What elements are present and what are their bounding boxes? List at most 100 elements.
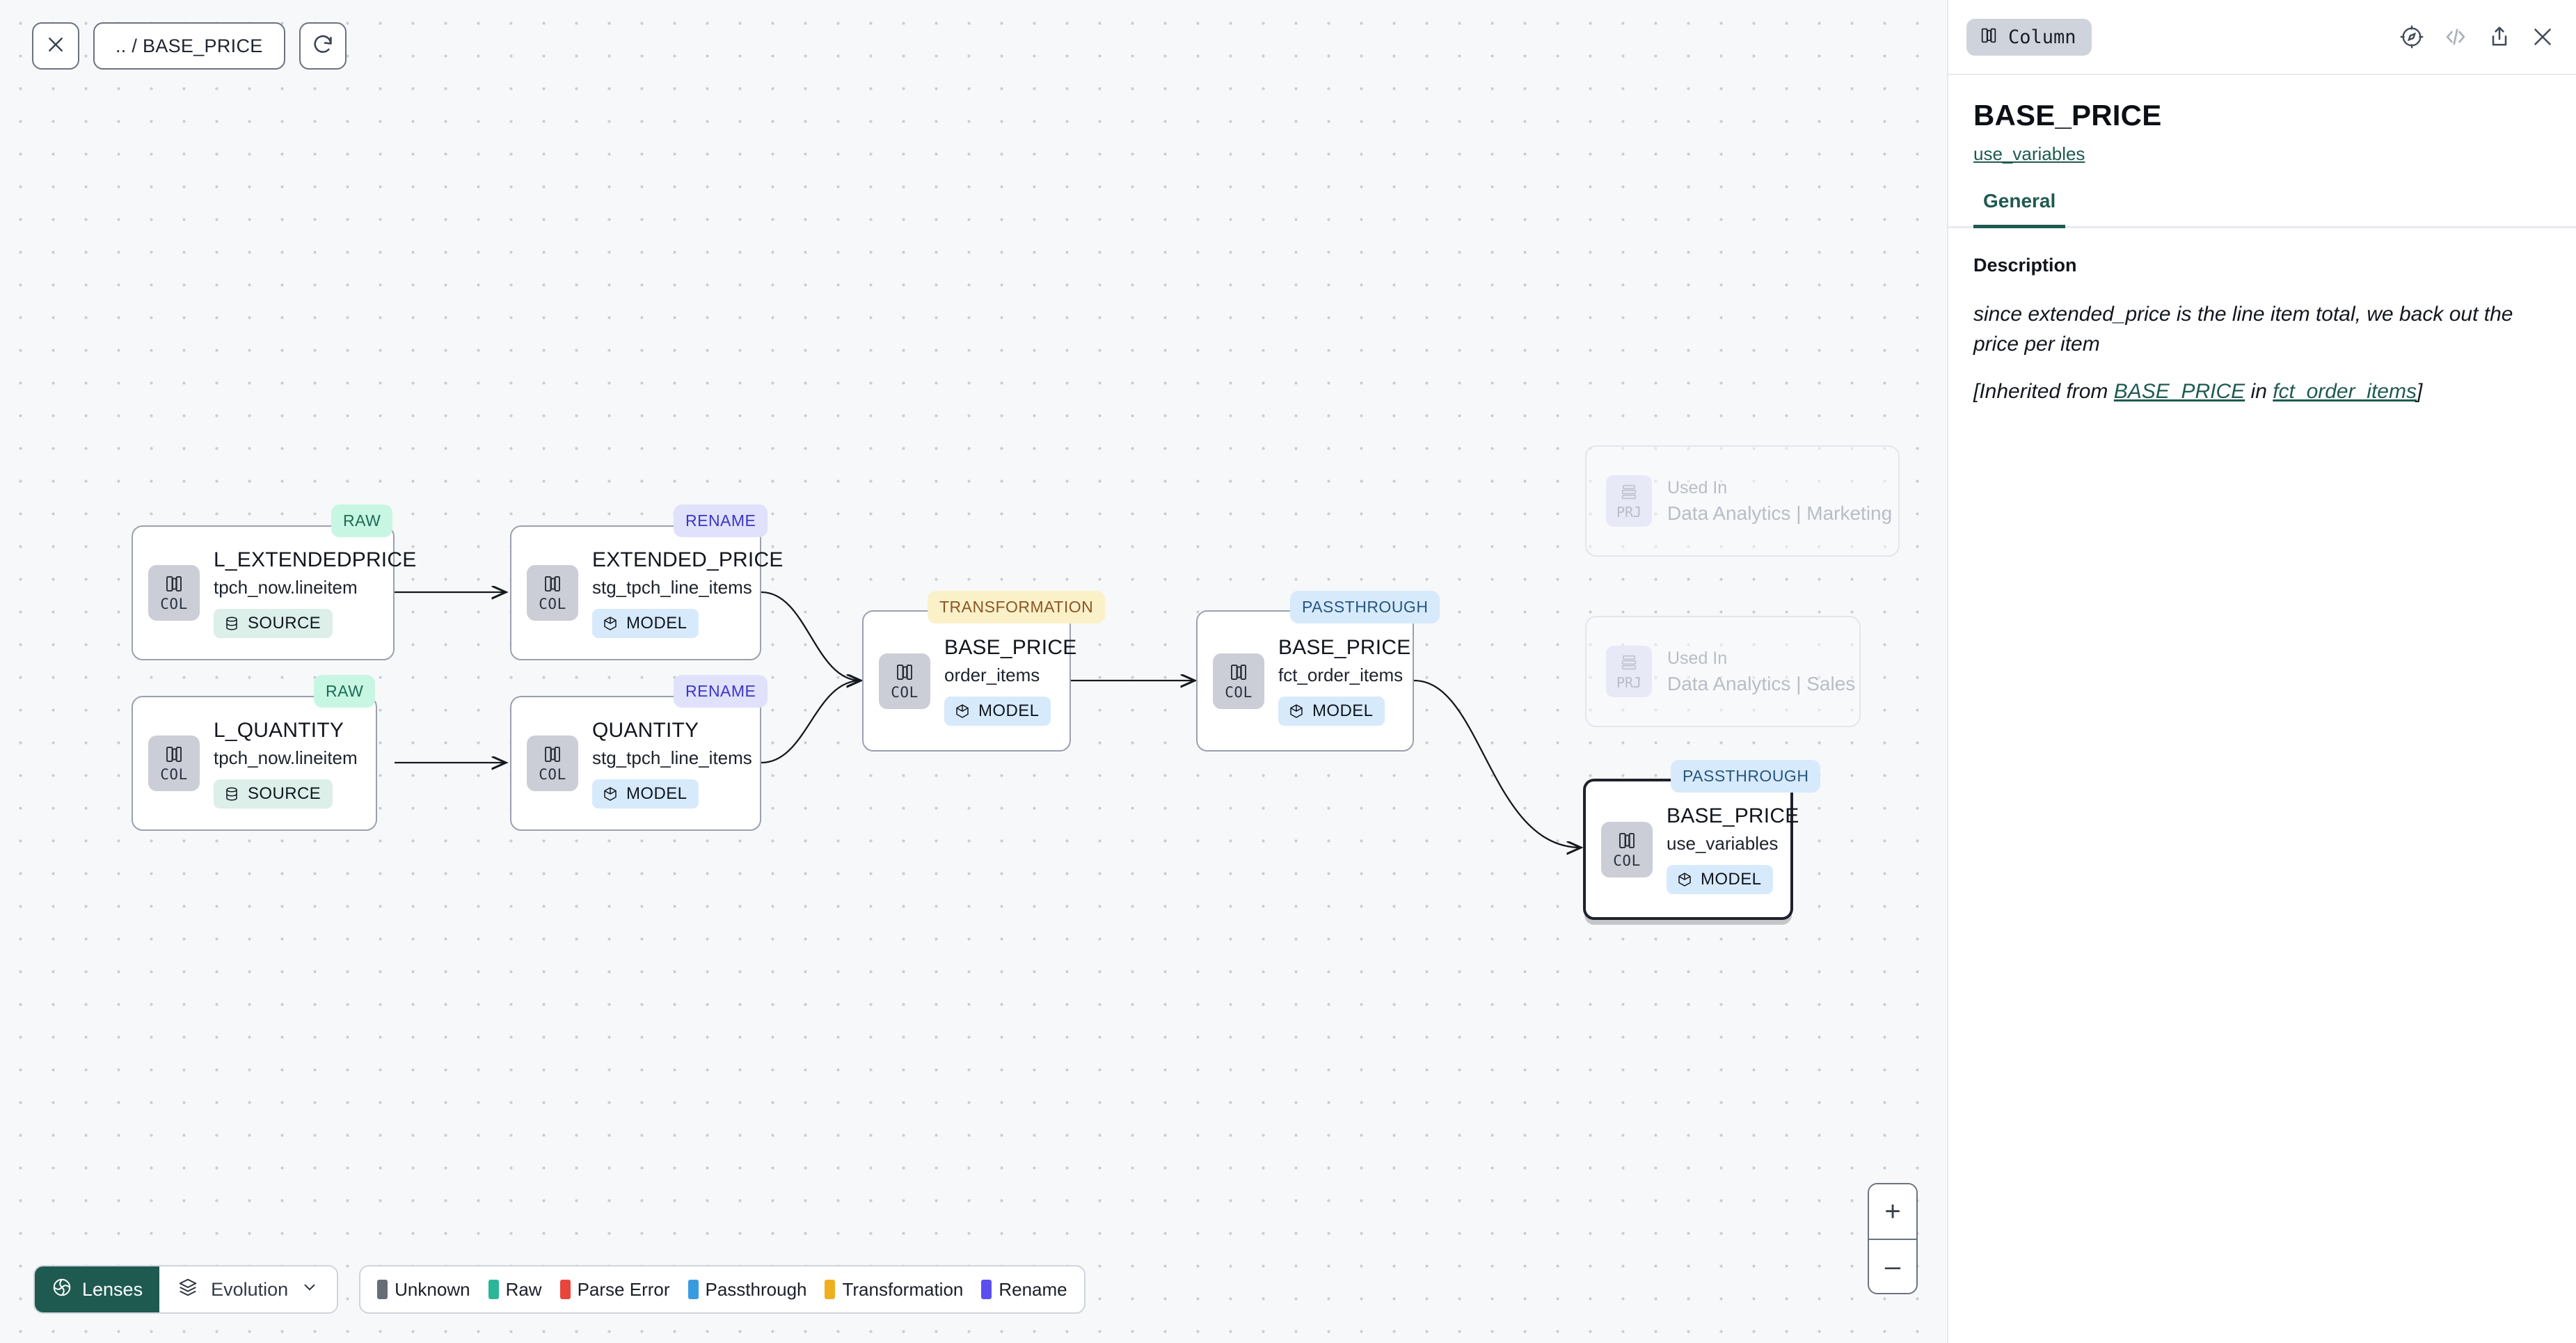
project-icon: PRJ xyxy=(1606,475,1652,527)
refresh-button[interactable] xyxy=(299,22,347,70)
evolution-label: Evolution xyxy=(211,1278,289,1300)
lineage-node-base-price-use-variables[interactable]: COL BASE_PRICE use_variables MODEL xyxy=(1583,779,1799,920)
node-title: L_EXTENDEDPRICE xyxy=(214,548,417,571)
column-icon xyxy=(1979,26,1998,49)
node-subtitle: stg_tpch_line_items xyxy=(592,747,752,768)
column-icon: COL xyxy=(879,653,930,709)
column-icon: COL xyxy=(148,565,200,621)
ghost-project-name: Data Analytics | Marketing xyxy=(1667,502,1893,524)
node-subtitle: order_items xyxy=(944,665,1040,685)
node-subtitle: use_variables xyxy=(1667,833,1779,854)
node-title: BASE_PRICE xyxy=(1667,804,1799,827)
ghost-card-used-in-marketing: PRJ Used In Data Analytics | Marketing xyxy=(1585,445,1900,557)
inherited-model-link[interactable]: fct_order_items xyxy=(2273,380,2417,404)
legend-label: Unknown xyxy=(395,1278,470,1300)
legend-label: Parse Error xyxy=(577,1278,670,1300)
node-type-badge-transformation: TRANSFORMATION xyxy=(928,591,1106,623)
ghost-card-used-in-sales: PRJ Used In Data Analytics | Sales xyxy=(1585,616,1861,727)
close-lineage-button[interactable] xyxy=(32,22,79,70)
breadcrumb[interactable]: .. / BASE_PRICE xyxy=(93,22,285,70)
node-materialization-label: SOURCE xyxy=(248,784,321,803)
lenses-label: Lenses xyxy=(82,1278,143,1300)
node-subtitle: tpch_now.lineitem xyxy=(214,576,358,598)
description-label: Description xyxy=(1973,255,2077,276)
node-materialization-label: MODEL xyxy=(626,784,687,803)
legend-swatch xyxy=(559,1280,571,1299)
node-kind-label: COL xyxy=(160,766,188,783)
ghost-used-in-label: Used In xyxy=(1667,477,1728,498)
legend-item-unknown: Unknown xyxy=(377,1279,470,1301)
inherited-column-link[interactable]: BASE_PRICE xyxy=(2113,380,2245,404)
node-kind-label: COL xyxy=(1225,683,1253,701)
node-type-badge-passthrough: PASSTHROUGH xyxy=(1671,760,1821,793)
tab-general[interactable]: General xyxy=(1973,190,2066,228)
object-type-label: Column xyxy=(2008,26,2076,48)
ghost-used-in-label: Used In xyxy=(1667,648,1728,668)
node-materialization-badge: MODEL xyxy=(592,608,699,638)
node-materialization-badge: SOURCE xyxy=(214,779,333,809)
column-icon: COL xyxy=(527,736,578,791)
object-type-chip: Column xyxy=(1966,18,2092,56)
legend-label: Transformation xyxy=(842,1278,964,1300)
node-materialization-badge: MODEL xyxy=(1278,697,1385,726)
panel-tabs: General xyxy=(1948,190,2576,228)
panel-header-actions xyxy=(2399,24,2555,50)
zoom-in-button[interactable]: + xyxy=(1869,1184,1916,1239)
legend-label: Passthrough xyxy=(705,1278,807,1300)
node-type-badge-raw: RAW xyxy=(331,504,393,537)
inherited-mid: in xyxy=(2245,380,2273,404)
details-panel-header: Column xyxy=(1948,0,2576,75)
aperture-icon xyxy=(51,1277,72,1303)
node-subtitle: stg_tpch_line_items xyxy=(592,576,752,598)
canvas-toolbar: .. / BASE_PRICE xyxy=(32,22,347,70)
lineage-node-base-price-order-items[interactable]: COL BASE_PRICE order_items MODEL xyxy=(862,610,1076,752)
share-icon[interactable] xyxy=(2487,24,2512,49)
description-text: since extended_price is the line item to… xyxy=(1973,303,2513,356)
node-materialization-badge: MODEL xyxy=(592,779,699,809)
node-kind-label: COL xyxy=(1613,852,1641,869)
lenses-group: Lenses Evolution xyxy=(33,1265,339,1314)
legend-swatch xyxy=(981,1280,992,1299)
code-icon[interactable] xyxy=(2442,24,2469,50)
compass-icon[interactable] xyxy=(2399,24,2424,49)
node-materialization-label: MODEL xyxy=(1701,870,1762,889)
zoom-out-button[interactable]: – xyxy=(1869,1239,1916,1293)
node-title: BASE_PRICE xyxy=(1278,636,1411,659)
column-icon: COL xyxy=(1601,821,1653,877)
lineage-node-l-extendedprice[interactable]: COL L_EXTENDEDPRICE tpch_now.lineitem SO… xyxy=(132,525,416,660)
close-icon xyxy=(45,34,66,58)
column-icon: COL xyxy=(1213,653,1264,709)
description-body: since extended_price is the line item to… xyxy=(1973,300,2544,407)
node-materialization-label: SOURCE xyxy=(248,613,321,633)
inherited-note: [Inherited from BASE_PRICE in fct_order_… xyxy=(1973,377,2544,407)
lenses-button[interactable]: Lenses xyxy=(35,1266,160,1312)
legend-label: Rename xyxy=(999,1278,1067,1300)
legend-item-rename: Rename xyxy=(981,1279,1067,1301)
lineage-node-base-price-fct-order-items[interactable]: COL BASE_PRICE fct_order_items MODEL xyxy=(1196,610,1414,752)
node-title: EXTENDED_PRICE xyxy=(592,548,784,571)
close-icon[interactable] xyxy=(2530,24,2555,49)
legend-item-passthrough: Passthrough xyxy=(687,1278,807,1301)
node-subtitle: tpch_now.lineitem xyxy=(214,747,358,768)
node-materialization-badge: SOURCE xyxy=(214,608,333,638)
node-materialization-badge: MODEL xyxy=(944,697,1051,726)
node-type-badge-raw: RAW xyxy=(314,675,376,708)
legend-item-raw: Raw xyxy=(488,1279,542,1301)
zoom-controls: + – xyxy=(1868,1183,1918,1294)
lineage-node-extended-price[interactable]: COL EXTENDED_PRICE stg_tpch_line_items M… xyxy=(510,525,783,660)
lineage-node-l-quantity[interactable]: COL L_QUANTITY tpch_now.lineitem SOURCE xyxy=(132,696,377,831)
node-type-badge-rename: RENAME xyxy=(674,675,768,708)
parent-model-link[interactable]: use_variables xyxy=(1973,143,2085,164)
lineage-node-quantity[interactable]: COL QUANTITY stg_tpch_line_items MODEL xyxy=(510,696,761,831)
legend-item-parse-error: Parse Error xyxy=(559,1278,670,1301)
node-type-badge-passthrough: PASSTHROUGH xyxy=(1290,591,1440,623)
chevron-down-icon xyxy=(301,1278,319,1301)
node-title: QUANTITY xyxy=(592,718,699,742)
node-kind-label: COL xyxy=(160,596,188,612)
lineage-canvas[interactable]: .. / BASE_PRICE PRJ Used In Data Ana xyxy=(0,0,1947,1343)
legend-item-transformation: Transformation xyxy=(825,1279,963,1301)
evolution-dropdown[interactable]: Evolution xyxy=(159,1266,337,1312)
project-icon: PRJ xyxy=(1606,646,1652,697)
refresh-icon xyxy=(312,33,334,59)
legend-swatch xyxy=(488,1280,499,1299)
